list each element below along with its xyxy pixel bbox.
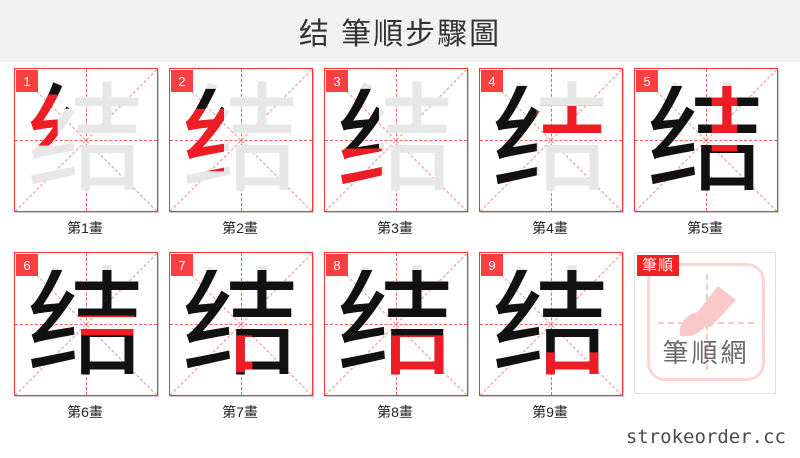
stroke-grid: 6 结 结 结 <box>14 252 158 396</box>
stroke-grid: 4 结 结 结 <box>479 68 623 212</box>
stroke-cell[interactable]: 6 结 结 结 第6畫 <box>14 252 158 420</box>
page-title: 结 筆順步驟圖 <box>298 18 502 51</box>
ghost-character: 结 <box>26 255 145 393</box>
stroke-grid: 8 结 结 结 <box>324 252 468 396</box>
stroke-label: 第2畫 <box>222 220 258 236</box>
brand-name: 筆順網 <box>662 339 750 369</box>
stroke-label: 第3畫 <box>377 220 413 236</box>
stroke-number-badge: 2 <box>171 70 193 92</box>
ghost-character: 结 <box>181 255 300 393</box>
stroke-grid: 3 结 结 结 <box>324 68 468 212</box>
stroke-label: 第1畫 <box>67 220 103 236</box>
active-stroke: 结 <box>491 255 610 393</box>
ghost-character: 结 <box>26 71 145 209</box>
active-stroke: 结 <box>646 71 765 209</box>
ghost-character: 结 <box>491 71 610 209</box>
active-stroke: 结 <box>336 255 455 393</box>
stroke-label: 第7畫 <box>222 404 258 420</box>
brand-logo-frame: 筆順網 <box>647 263 765 381</box>
stroke-grid: 2 结 结 结 <box>169 68 313 212</box>
drawn-strokes: 结 <box>491 71 610 209</box>
stroke-cell[interactable]: 2 结 结 结 第2畫 <box>169 68 313 236</box>
stroke-cell[interactable]: 7 结 结 结 第7畫 <box>169 252 313 420</box>
brand-logo-cell[interactable]: 筆順 筆順網 <box>634 252 778 394</box>
stroke-label: 第5畫 <box>687 220 723 236</box>
stroke-number-badge: 8 <box>326 254 348 276</box>
stroke-grid: 9 结 结 结 <box>479 252 623 396</box>
stroke-cell[interactable]: 5 结 结 结 第5畫 <box>634 68 778 236</box>
stroke-number-badge: 3 <box>326 70 348 92</box>
page-header: 结 筆順步驟圖 <box>0 0 800 62</box>
drawn-strokes: 结 <box>26 255 145 393</box>
stroke-number-badge: 1 <box>16 70 38 92</box>
brand-badge: 筆順 <box>637 255 680 277</box>
stroke-cell[interactable]: 3 结 结 结 第3畫 <box>324 68 468 236</box>
drawn-strokes: 结 <box>181 71 300 209</box>
stroke-label: 第6畫 <box>67 404 103 420</box>
stroke-number-badge: 6 <box>16 254 38 276</box>
stroke-grid: 5 结 结 结 <box>634 68 778 212</box>
drawn-strokes: 结 <box>336 71 455 209</box>
stroke-number-badge: 4 <box>481 70 503 92</box>
site-watermark: strokeorder.cc <box>625 426 786 448</box>
drawn-strokes: 结 <box>491 255 610 393</box>
active-stroke: 结 <box>26 71 145 209</box>
stroke-cell[interactable]: 1 结 结 结 第1畫 <box>14 68 158 236</box>
stroke-number-badge: 5 <box>636 70 658 92</box>
stroke-label: 第8畫 <box>377 404 413 420</box>
ghost-character: 结 <box>646 71 765 209</box>
ghost-character: 结 <box>491 255 610 393</box>
stroke-cell[interactable]: 8 结 结 结 第8畫 <box>324 252 468 420</box>
stroke-row-2: 6 结 结 结 第6畫 7 结 结 结 第7畫 <box>0 252 800 432</box>
drawn-strokes: 结 <box>181 255 300 393</box>
brand-logo-card: 筆順 筆順網 <box>634 252 776 394</box>
active-stroke: 结 <box>181 255 300 393</box>
ghost-character: 结 <box>336 71 455 209</box>
drawn-strokes: 结 <box>336 255 455 393</box>
active-stroke: 结 <box>181 71 300 209</box>
ghost-character: 结 <box>336 255 455 393</box>
active-stroke: 结 <box>336 71 455 209</box>
stroke-label: 第4畫 <box>532 220 568 236</box>
stroke-order-sheet: 1 结 结 结 第1畫 2 结 结 结 第2畫 <box>0 62 800 458</box>
ghost-character: 结 <box>181 71 300 209</box>
active-stroke: 结 <box>26 255 145 393</box>
stroke-number-badge: 9 <box>481 254 503 276</box>
stroke-label: 第9畫 <box>532 404 568 420</box>
stroke-row-1: 1 结 结 结 第1畫 2 结 结 结 第2畫 <box>0 68 800 248</box>
brush-icon <box>679 286 736 337</box>
stroke-grid: 7 结 结 结 <box>169 252 313 396</box>
stroke-grid: 1 结 结 结 <box>14 68 158 212</box>
stroke-cell[interactable]: 4 结 结 结 第4畫 <box>479 68 623 236</box>
stroke-number-badge: 7 <box>171 254 193 276</box>
drawn-strokes: 结 <box>646 71 765 209</box>
stroke-cell[interactable]: 9 结 结 结 第9畫 <box>479 252 623 420</box>
active-stroke: 结 <box>491 71 610 209</box>
